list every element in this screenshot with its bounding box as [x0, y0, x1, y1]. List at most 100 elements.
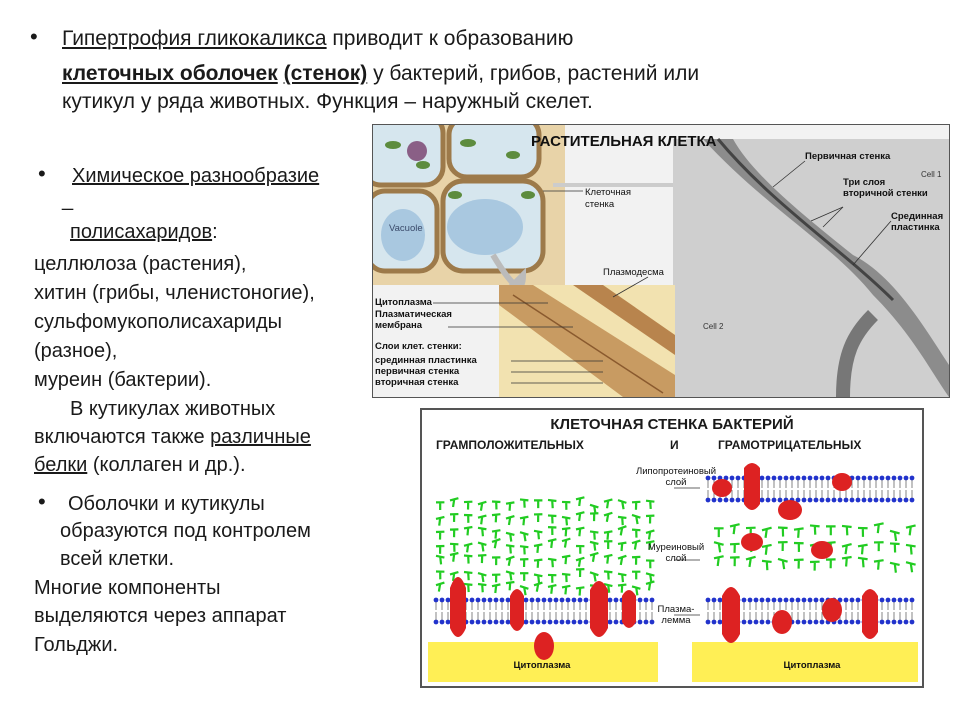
gram-positive-label: ГРАМПОЛОЖИТЕЛЬНЫХ [436, 438, 584, 452]
peptidoglycan-strand [533, 499, 543, 509]
lipid-head [643, 619, 649, 625]
lipid-head [903, 619, 909, 625]
lipid-head [565, 597, 571, 603]
intro-line-1-rest: приводит к образованию [326, 27, 574, 50]
peptidoglycan-strand [713, 541, 724, 553]
peptidoglycan-strand [617, 583, 627, 593]
peptidoglycan-strand [645, 529, 655, 540]
chem-line-7: (разное), [34, 340, 118, 362]
peptidoglycan-strand [519, 572, 529, 581]
peptidoglycan-strand [575, 567, 585, 577]
peptidoglycan-strand [491, 529, 501, 539]
lipid-head [711, 475, 717, 481]
shells-line-4: Многие компоненты [34, 577, 221, 599]
lipid-head [607, 597, 613, 603]
intro-line-2-rest: у бактерий, грибов, растений или [367, 62, 700, 85]
intro-line-1: Гипертрофия гликокаликса приводит к обра… [62, 26, 573, 51]
peptidoglycan-strand [645, 572, 655, 583]
peptidoglycan-strand [491, 556, 501, 566]
chem-proteins-term: белки [34, 454, 88, 476]
lipid-head [723, 475, 729, 481]
intro-cell-membranes-term: клеточных оболочек [62, 62, 278, 85]
lipid-head [547, 619, 553, 625]
label-layer-secondary: вторичная стенка [375, 377, 459, 388]
lipid-head [909, 597, 915, 603]
peptidoglycan-strand [477, 572, 487, 583]
lipid-head [505, 597, 511, 603]
lipid-head [433, 619, 439, 625]
lipid-head [879, 619, 885, 625]
peptidoglycan-strand [857, 526, 868, 537]
peptidoglycan-strand [617, 554, 627, 566]
lipid-head [571, 619, 577, 625]
peptidoglycan-strand [463, 554, 473, 564]
lipid-head [439, 597, 445, 603]
vacuole-shapes [381, 199, 523, 261]
peptidoglycan-strand [617, 499, 627, 510]
peptidoglycan-strand [825, 558, 836, 569]
peptidoglycan-strand [631, 570, 641, 580]
lipid-head [445, 597, 451, 603]
lipid-head [487, 619, 493, 625]
peptidoglycan-strand [491, 513, 501, 523]
peptidoglycan-strand [777, 557, 788, 570]
peptidoglycan-strand [713, 527, 724, 538]
peptidoglycan-strand [449, 497, 459, 508]
lipid-head [493, 619, 499, 625]
peptidoglycan-strand [793, 558, 804, 569]
intro-walls-term: (стенок) [283, 62, 368, 85]
lipid-head [837, 597, 843, 603]
lipid-head [759, 619, 765, 625]
lipid-head [795, 497, 801, 503]
peptidoglycan-strand [589, 530, 599, 540]
peptidoglycan-strand [631, 513, 641, 525]
label-wall-layers: Слои клет. стенки: [375, 341, 462, 352]
plant-cell-figure: РАСТИТЕЛЬНАЯ КЛЕТКА Клеточная стенка Vac… [372, 124, 950, 398]
lipid-head [879, 597, 885, 603]
detail-lamella-line [512, 294, 664, 394]
label-plasmalemma: Плазма- [657, 604, 695, 615]
lipid-head [705, 597, 711, 603]
peptidoglycan-strand [463, 500, 473, 510]
peptidoglycan-strand [631, 555, 641, 565]
peptidoglycan-strand [505, 531, 515, 542]
lipid-head [747, 597, 753, 603]
chem-colon: : [212, 221, 218, 243]
intro-line-3: кутикул у ряда животных. Функция – наруж… [62, 90, 593, 113]
peptidoglycan-strand [631, 528, 641, 538]
lipid-head [789, 475, 795, 481]
peptidoglycan-strand [575, 586, 585, 596]
lipid-head [855, 475, 861, 481]
peptidoglycan-strand [889, 542, 900, 553]
lipid-head [843, 497, 849, 503]
lipid-head [469, 597, 475, 603]
peptidoglycan-strand [645, 540, 655, 550]
lipid-head [613, 597, 619, 603]
lipid-head [499, 619, 505, 625]
lipid-head [529, 597, 535, 603]
shells-line-2: образуются под контролем [60, 520, 311, 542]
lipid-head [735, 497, 741, 503]
peptidoglycan-strand [547, 573, 557, 583]
lipid-head [475, 597, 481, 603]
peptidoglycan-strand [777, 540, 788, 552]
lipid-head [873, 475, 879, 481]
lipid-head [711, 619, 717, 625]
peptidoglycan-strand [449, 512, 459, 522]
lipid-head [553, 619, 559, 625]
lipid-head [837, 619, 843, 625]
lipid-head [897, 619, 903, 625]
lipid-head [819, 475, 825, 481]
bacteria-figure-title: КЛЕТОЧНАЯ СТЕНКА БАКТЕРИЙ [550, 416, 794, 433]
gram-negative-label: ГРАМОТРИЦАТЕЛЬНЫХ [718, 438, 862, 452]
lipid-head [637, 619, 643, 625]
peptidoglycan-strand [519, 545, 529, 555]
peptidoglycan-strand [519, 585, 529, 596]
lipid-head [867, 497, 873, 503]
lipid-head [439, 619, 445, 625]
lipid-head [481, 619, 487, 625]
lipid-head [903, 597, 909, 603]
peptidoglycan-strand [491, 573, 501, 583]
peptidoglycan-strand [631, 539, 641, 550]
peptidoglycan-strand [617, 541, 627, 552]
